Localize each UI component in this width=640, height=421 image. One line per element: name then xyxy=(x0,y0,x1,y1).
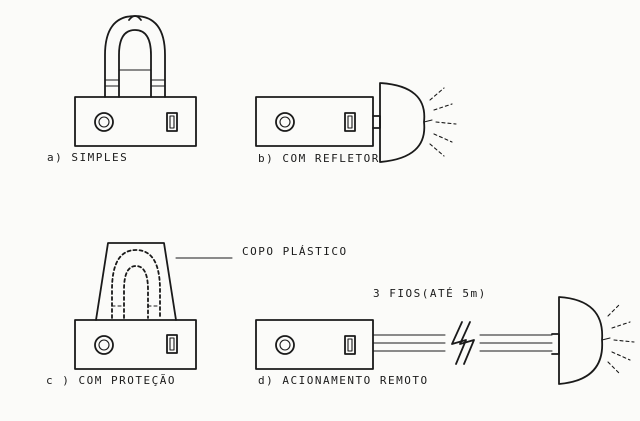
wires-remoto xyxy=(372,321,553,365)
box-refletor xyxy=(255,96,374,147)
switch-remoto-inner xyxy=(347,338,353,352)
reflector-refletor xyxy=(372,82,457,163)
label-fios: 3 FIOS(ATÉ 5m) xyxy=(373,287,487,300)
reflector-remoto xyxy=(551,296,635,385)
device-refletor xyxy=(255,82,457,163)
socket-remoto-outer xyxy=(275,335,295,355)
box-remoto xyxy=(255,319,374,370)
switch-remoto xyxy=(344,335,356,355)
device-simples xyxy=(74,15,197,147)
label-b: b) COM REFLETOR xyxy=(258,152,380,165)
switch-simples-inner xyxy=(169,115,175,129)
switch-refletor-inner xyxy=(347,115,353,129)
plastic-cup xyxy=(95,242,177,321)
label-copo: COPO PLÁSTICO xyxy=(242,245,348,258)
label-a: a) SIMPLES xyxy=(47,151,129,164)
label-d: d) ACIONAMENTO REMOTO xyxy=(258,374,429,387)
socket-simples-outer xyxy=(94,112,114,132)
socket-simples-inner xyxy=(98,116,110,128)
socket-refletor-outer xyxy=(275,112,295,132)
device-protecao xyxy=(74,242,233,370)
socket-remoto-inner xyxy=(279,339,291,351)
socket-refletor-inner xyxy=(279,116,291,128)
switch-simples xyxy=(166,112,178,132)
device-remoto xyxy=(255,296,635,385)
socket-protecao-inner xyxy=(98,339,110,351)
u-lamp-protecao xyxy=(111,249,161,319)
switch-refletor xyxy=(344,112,356,132)
box-protecao xyxy=(74,319,197,370)
u-lamp-simples xyxy=(104,15,166,98)
socket-protecao-outer xyxy=(94,335,114,355)
switch-protecao xyxy=(166,334,178,354)
switch-protecao-inner xyxy=(169,337,175,351)
label-c: c ) COM PROTEÇÃO xyxy=(46,374,176,387)
box-simples xyxy=(74,96,197,147)
